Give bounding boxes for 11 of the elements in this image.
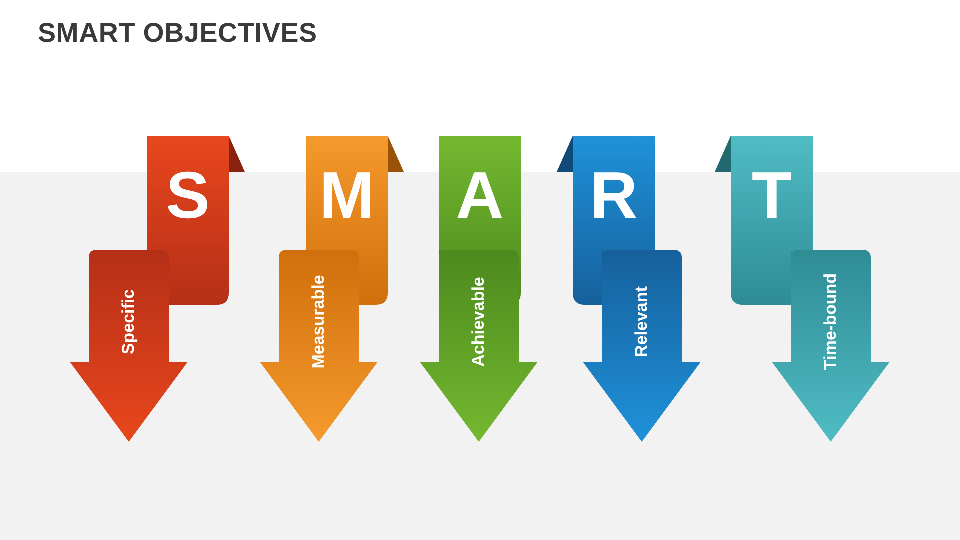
letter: S: [164, 162, 212, 228]
letter: T: [750, 162, 794, 228]
arrow-label: Specific: [119, 289, 139, 355]
arrow-label: Achievable: [469, 277, 489, 367]
title: SMART OBJECTIVES: [38, 18, 318, 49]
arrow-label: Measurable: [309, 275, 329, 369]
arrow-label: Time-bound: [821, 274, 841, 370]
letter: R: [589, 162, 639, 228]
letter: A: [455, 162, 505, 228]
letter: M: [318, 162, 376, 228]
arrow-label: Relevant: [632, 286, 652, 358]
